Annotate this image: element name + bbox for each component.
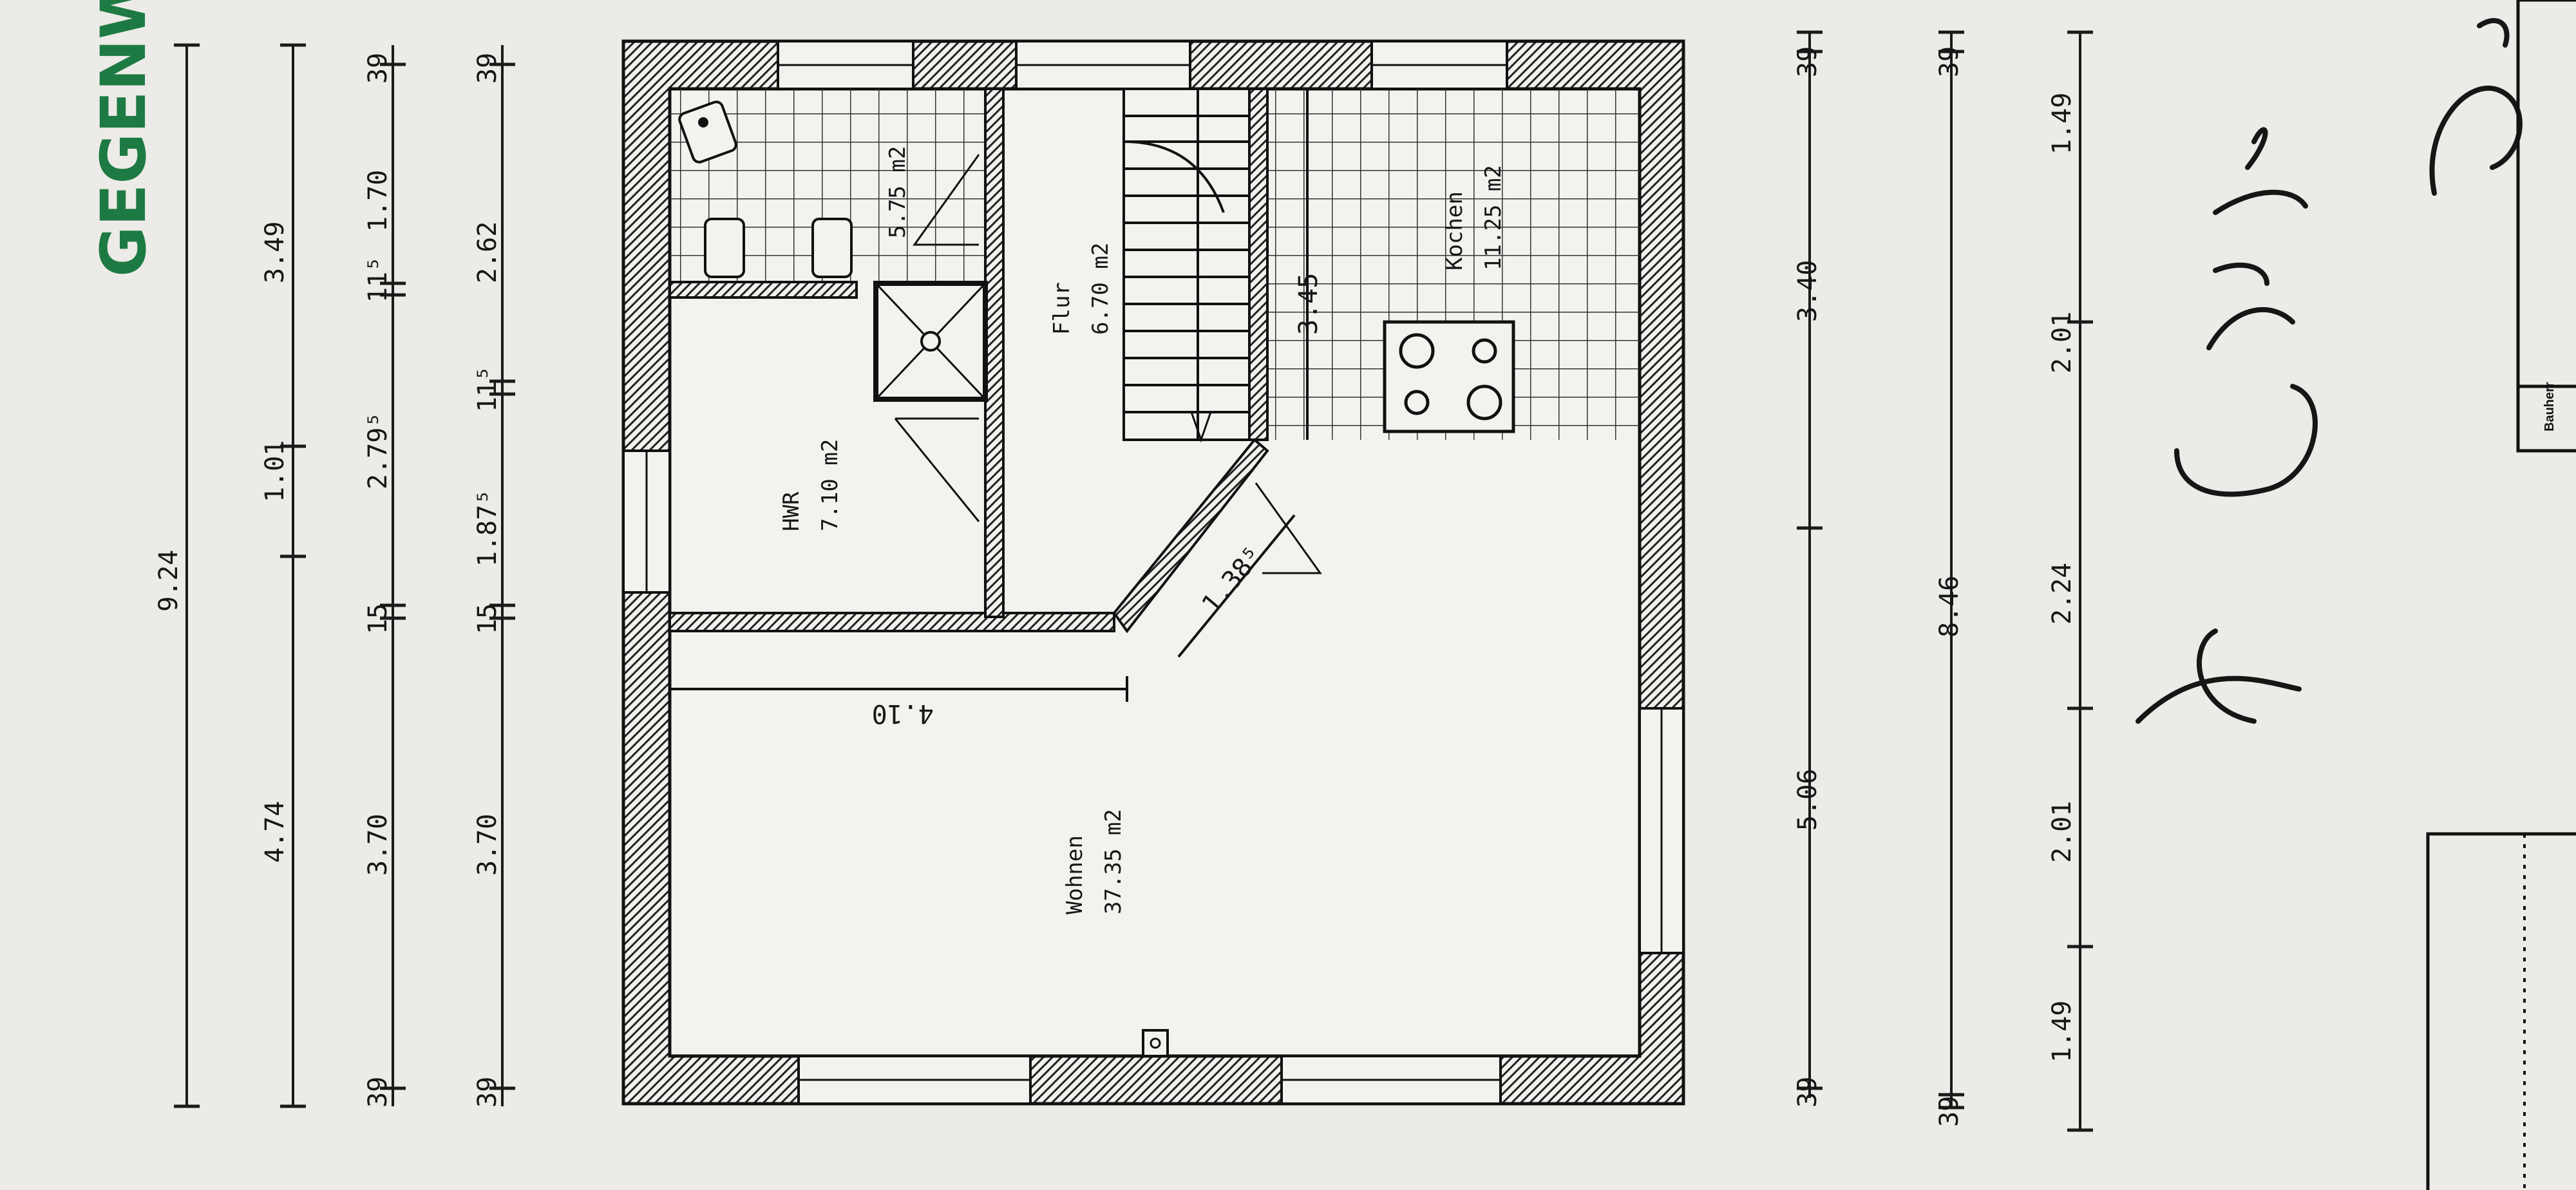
room-wohnen-area: 37.35 m2	[1101, 809, 1126, 914]
room-hwr-name: HWR	[779, 491, 804, 531]
dim-4-10: 4.10	[872, 699, 934, 728]
dim-c4-3-70: 3.70	[473, 814, 502, 876]
shower	[873, 281, 988, 402]
title-block-top	[2516, 0, 2576, 453]
staircase	[1122, 88, 1251, 443]
dimension-chains-right	[1797, 30, 2093, 1132]
stove-icon	[1383, 320, 1515, 433]
interior-walls	[668, 88, 1269, 634]
dim-4-74: 4.74	[260, 801, 290, 863]
dim-r2-39a: 39	[1935, 1096, 1964, 1127]
dim-r3-1-49b: 1.49	[2047, 93, 2077, 155]
room-flur-name: Flur	[1049, 282, 1075, 335]
signature-right	[2429, 18, 2523, 196]
room-kochen-area: 11.25 m2	[1481, 165, 1506, 270]
dim-c3-3-70: 3.70	[363, 814, 393, 876]
sink-icon	[678, 100, 737, 164]
dim-r3-1-49a: 1.49	[2047, 1001, 2077, 1062]
dimension-chains-left	[174, 43, 515, 1108]
dim-line-4-10	[668, 676, 1128, 702]
room-bath-area: 5.75 m2	[885, 146, 911, 238]
outlet-icon	[1142, 1029, 1169, 1057]
signature	[2136, 127, 2318, 724]
dim-overall-9-24: 9.24	[154, 550, 184, 612]
room-wohnen-name: Wohnen	[1062, 835, 1088, 914]
dim-r1-3-40: 3.40	[1793, 260, 1823, 322]
dim-line-1-38	[1177, 514, 1296, 658]
title-block	[2426, 832, 2576, 1190]
dim-r3-2-01b: 2.01	[2047, 312, 2077, 373]
room-kochen-name: Kochen	[1442, 191, 1468, 270]
dim-3-45: 3.45	[1294, 273, 1323, 335]
dim-r3-2-01a: 2.01	[2047, 801, 2077, 863]
dim-3-49: 3.49	[260, 222, 290, 283]
toilet-icon	[704, 218, 853, 278]
dim-c4-39b: 39	[473, 53, 502, 84]
dim-r3-2-24: 2.24	[2047, 563, 2077, 625]
dim-r1-5-06: 5.06	[1793, 769, 1823, 831]
title-block-label: Bauherr	[2543, 382, 2557, 431]
dim-r2-8-46: 8.46	[1935, 576, 1964, 638]
dim-c3-39b: 39	[363, 53, 393, 84]
room-hwr-area: 7.10 m2	[817, 439, 843, 531]
dim-c3-2-79: 2.79⁵	[363, 412, 393, 489]
dim-c4-15: 15	[473, 603, 502, 634]
dim-r1-39b: 39	[1793, 46, 1823, 77]
dim-c3-39a: 39	[363, 1077, 393, 1108]
dim-r1-39a: 39	[1793, 1077, 1823, 1108]
dim-r2-39b: 39	[1935, 46, 1964, 77]
dim-c4-11: 11⁵	[473, 366, 502, 412]
dim-c3-1-70: 1.70	[363, 170, 393, 232]
door-swings	[894, 154, 1322, 574]
dim-c4-1-87: 1.87⁵	[473, 489, 502, 567]
dim-1-01: 1.01	[260, 440, 290, 502]
dim-c4-2-62: 2.62	[473, 222, 502, 283]
dim-c4-39a: 39	[473, 1077, 502, 1108]
header-handwriting: GEGENWART	[88, 0, 160, 277]
dim-c3-11: 11⁵	[363, 256, 393, 303]
room-flur-area: 6.70 m2	[1088, 243, 1113, 335]
dim-c3-15: 15	[363, 603, 393, 634]
